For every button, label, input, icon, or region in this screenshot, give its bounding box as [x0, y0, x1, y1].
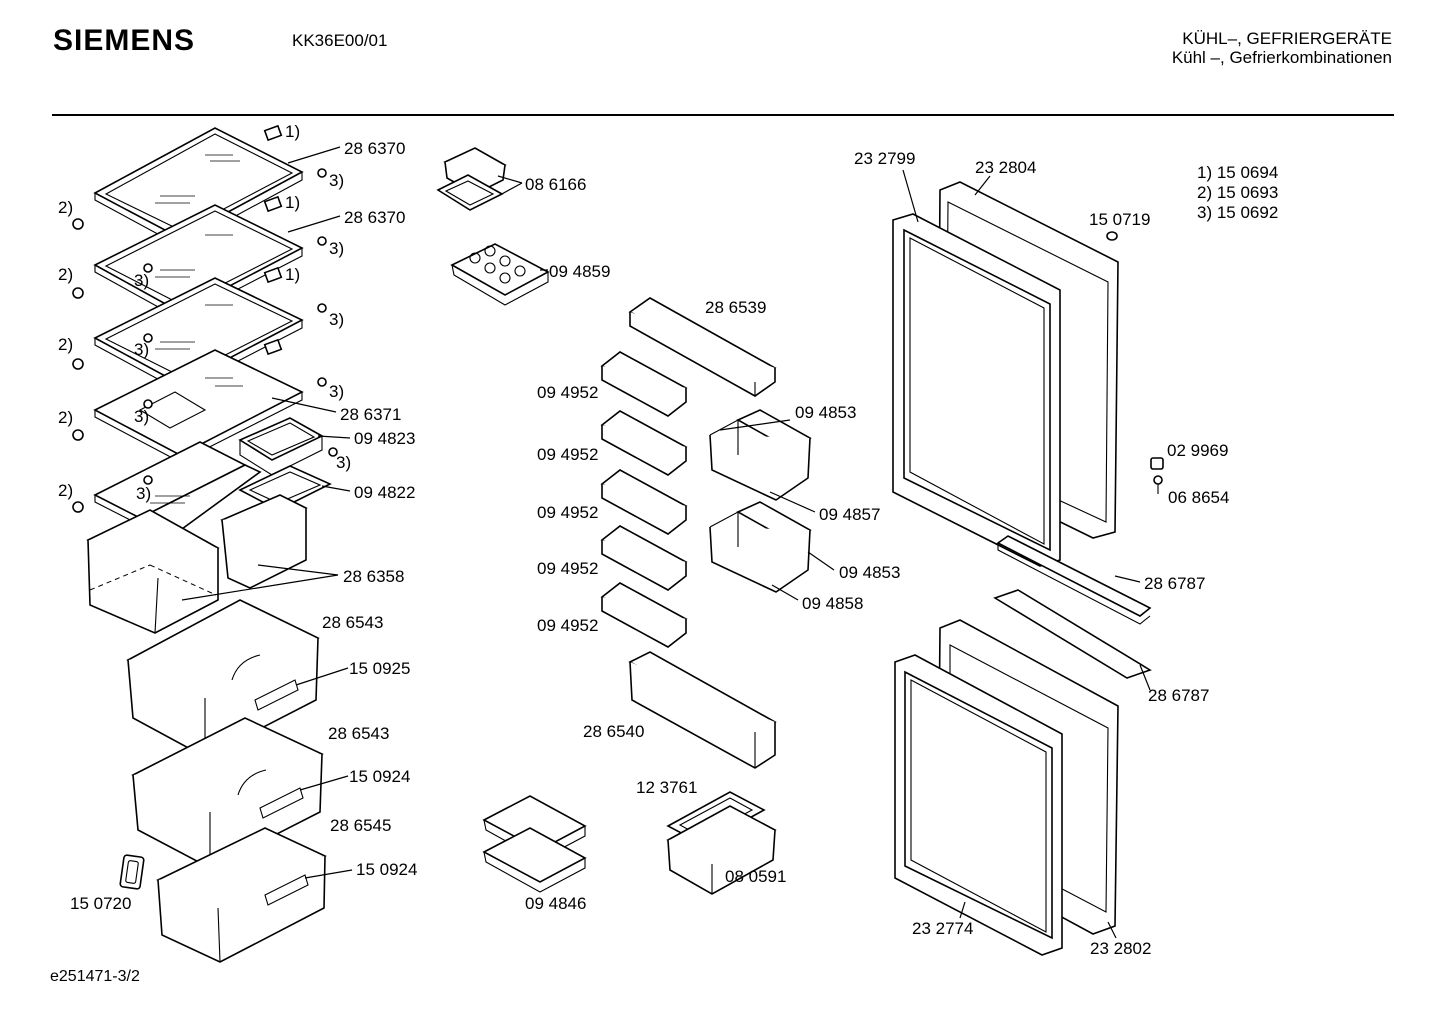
- marker-2: 2): [58, 335, 73, 354]
- bottle-rack: [628, 297, 777, 397]
- marker-3: 3): [134, 340, 149, 359]
- part-label-door-shelf: 09 4952: [537, 503, 598, 522]
- marker-1: 1): [285, 265, 300, 284]
- butter-dish: [436, 147, 507, 211]
- header-divider: [52, 114, 1394, 116]
- cold-packs: [482, 795, 587, 893]
- model-number: KK36E00/01: [292, 31, 388, 50]
- part-label-handle: 15 0924: [356, 860, 417, 879]
- part-label-bottle-rack: 28 6539: [705, 298, 766, 317]
- part-label-bin: 09 4853: [795, 403, 856, 422]
- part-label-door-shelf: 09 4952: [537, 616, 598, 635]
- ice-box: [666, 805, 777, 895]
- part-label-bin: 09 4857: [819, 505, 880, 524]
- part-number-labels: 28 6370 28 6370 28 6371 09 4823 09 4822 …: [70, 139, 1229, 958]
- part-label-shelf: 28 6370: [344, 208, 405, 227]
- part-label-dish: 08 6166: [525, 175, 586, 194]
- marker-1: 1): [285, 122, 300, 141]
- category-subtitle: Kühl –, Gefrierkombinationen: [1171, 48, 1392, 67]
- crisper-cover: [238, 417, 324, 476]
- part-label-hinge-cover: 28 6787: [1144, 574, 1205, 593]
- part-label-door-stop: 15 0719: [1089, 210, 1150, 229]
- part-label-drawer: 28 6543: [322, 613, 383, 632]
- footnote-list: 1) 15 0694 2) 15 0693 3) 15 0692: [1197, 163, 1278, 222]
- part-label-handle: 15 0925: [349, 659, 410, 678]
- drawer: [156, 827, 327, 963]
- upper-gasket: [892, 213, 1061, 567]
- part-label-cover: 09 4823: [354, 429, 415, 448]
- brand-logo: SIEMENS: [53, 24, 196, 57]
- marker-2: 2): [58, 408, 73, 427]
- crisper-box: [86, 494, 308, 634]
- marker-2: 2): [58, 481, 73, 500]
- drawing-id: e251471-3/2: [50, 968, 140, 985]
- part-label-hinge-cover: 28 6787: [1148, 686, 1209, 705]
- door-bin-lower: [709, 501, 812, 593]
- marker-3: 3): [329, 382, 344, 401]
- part-label-cap: 02 9969: [1167, 441, 1228, 460]
- part-label-bin: 09 4858: [802, 594, 863, 613]
- part-label-door-shelf: 09 4952: [537, 445, 598, 464]
- part-label-door: 23 2802: [1090, 939, 1151, 958]
- footnote: 3) 15 0692: [1197, 203, 1278, 222]
- footnote: 2) 15 0693: [1197, 183, 1278, 202]
- marker-3: 3): [136, 484, 151, 503]
- part-label-door: 23 2804: [975, 158, 1036, 177]
- part-label-clip: 15 0720: [70, 894, 131, 913]
- part-label-shelf: 28 6370: [344, 139, 405, 158]
- hinge-rail: [996, 535, 1152, 625]
- hinge-cover-strip: [993, 589, 1152, 679]
- part-label-handle: 15 0924: [349, 767, 410, 786]
- part-label-drawer: 28 6543: [328, 724, 389, 743]
- door-shelves: [600, 351, 688, 648]
- part-label-ice-tray: 12 3761: [636, 778, 697, 797]
- part-label-ice-box: 08 0591: [725, 867, 786, 886]
- door-bin-upper: [709, 409, 812, 501]
- marker-2: 2): [58, 265, 73, 284]
- hardware-markers: 1) 1) 1) 3) 3) 3) 3) 3) 3) 3) 3) 3) 2) 2…: [58, 122, 351, 503]
- door-stop: [1106, 231, 1118, 241]
- part-label-cover: 09 4822: [354, 483, 415, 502]
- part-label-door-shelf: 09 4952: [537, 559, 598, 578]
- part-label-cold-pack: 09 4846: [525, 894, 586, 913]
- marker-2: 2): [58, 198, 73, 217]
- part-label-gasket: 23 2799: [854, 149, 915, 168]
- part-label-drawer: 28 6545: [330, 816, 391, 835]
- drawer: [126, 599, 320, 758]
- marker-3: 3): [134, 407, 149, 426]
- hinge-cap-and-screw: [1150, 457, 1164, 494]
- part-label-egg-tray: 09 4859: [549, 262, 610, 281]
- part-label-screw: 06 8654: [1168, 488, 1229, 507]
- category-title: KÜHL–, GEFRIERGERÄTE: [1182, 29, 1392, 48]
- part-label-bottle-rack: 28 6540: [583, 722, 644, 741]
- marker-1: 1): [285, 193, 300, 212]
- part-label-door-shelf: 09 4952: [537, 383, 598, 402]
- clip: [119, 854, 145, 890]
- drawer: [131, 717, 324, 869]
- marker-3: 3): [329, 239, 344, 258]
- part-label-crisper: 28 6358: [343, 567, 404, 586]
- marker-3: 3): [329, 310, 344, 329]
- part-label-shelf: 28 6371: [340, 405, 401, 424]
- lower-bottle-rack: [628, 651, 777, 769]
- part-label-gasket: 23 2774: [912, 919, 973, 938]
- marker-3: 3): [329, 171, 344, 190]
- lower-gasket: [894, 654, 1063, 956]
- marker-3: 3): [336, 453, 351, 472]
- egg-tray: [450, 243, 550, 306]
- shelf-clips: [72, 124, 338, 513]
- footnote: 1) 15 0694: [1197, 163, 1278, 182]
- marker-3: 3): [134, 271, 149, 290]
- leader-lines: [181, 146, 1151, 939]
- part-label-bin: 09 4853: [839, 563, 900, 582]
